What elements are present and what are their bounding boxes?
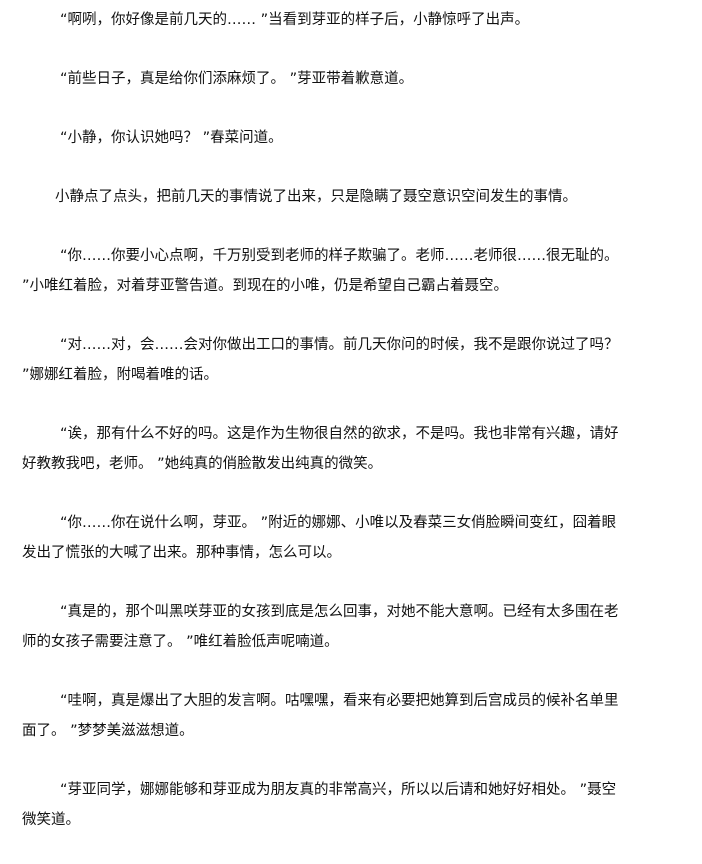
text-line: “前些日子，真是给你们添麻烦了。 ”芽亚带着歉意道。 [60, 71, 414, 87]
text-line: “芽亚同学，娜娜能够和芽亚成为朋友真的非常高兴，所以以后请和她好好相处。 ”聂空 [60, 782, 617, 798]
paragraph: “对……对，会……会对你做出工口的事情。前几天你问的时候，我不是跟你说过了吗？ ”… [22, 330, 702, 390]
paragraph: “前些日子，真是给你们添麻烦了。 ”芽亚带着歉意道。 [22, 64, 702, 94]
paragraph: “小静，你认识她吗？ ”春菜问道。 [22, 123, 702, 153]
text-line: 小静点了点头，把前几天的事情说了出来，只是隐瞒了聂空意识空间发生的事情。 [55, 189, 577, 205]
paragraph: “你……你在说什么啊，芽亚。 ”附近的娜娜、小唯以及春菜三女俏脸瞬间变红，囧着眼… [22, 508, 702, 568]
text-line: “诶，那有什么不好的吗。这是作为生物很自然的欲求，不是吗。我也非常有兴趣，请好 [60, 426, 619, 442]
text-line: “小静，你认识她吗？ ”春菜问道。 [60, 130, 283, 146]
text-line: “你……你要小心点啊，千万别受到老师的样子欺骗了。老师……老师很……很无耻的。 [60, 248, 619, 264]
text-line: ”娜娜红着脸，附喝着唯的话。 [22, 367, 219, 383]
text-line: “对……对，会……会对你做出工口的事情。前几天你问的时候，我不是跟你说过了吗？ [60, 337, 619, 353]
text-line: 好教教我吧，老师。 ”她纯真的俏脸散发出纯真的微笑。 [22, 456, 383, 472]
paragraph: “诶，那有什么不好的吗。这是作为生物很自然的欲求，不是吗。我也非常有兴趣，请好好… [22, 419, 702, 479]
paragraph: 小静点了点头，把前几天的事情说了出来，只是隐瞒了聂空意识空间发生的事情。 [22, 182, 702, 212]
document-body: “啊咧，你好像是前几天的…… ”当看到芽亚的样子后，小静惊呼了出声。 “前些日子，… [22, 5, 702, 864]
paragraph: “啊咧，你好像是前几天的…… ”当看到芽亚的样子后，小静惊呼了出声。 [22, 5, 702, 35]
text-line: “哇啊，真是爆出了大胆的发言啊。咕嘿嘿，看来有必要把她算到后宫成员的候补名单里 [60, 693, 619, 709]
paragraph: “真是的，那个叫黑咲芽亚的女孩到底是怎么回事，对她不能大意啊。已经有太多围在老师… [22, 597, 702, 657]
text-line: 师的女孩子需要注意了。 ”唯红着脸低声呢喃道。 [22, 634, 339, 650]
text-line: “真是的，那个叫黑咲芽亚的女孩到底是怎么回事，对她不能大意啊。已经有太多围在老 [60, 604, 619, 620]
text-line: “啊咧，你好像是前几天的…… ”当看到芽亚的样子后，小静惊呼了出声。 [60, 12, 530, 28]
paragraph: “你……你要小心点啊，千万别受到老师的样子欺骗了。老师……老师很……很无耻的。 ”… [22, 241, 702, 301]
text-line: 微笑道。 [22, 812, 80, 828]
text-line: “你……你在说什么啊，芽亚。 ”附近的娜娜、小唯以及春菜三女俏脸瞬间变红，囧着眼 [60, 515, 617, 531]
paragraph: “芽亚同学，娜娜能够和芽亚成为朋友真的非常高兴，所以以后请和她好好相处。 ”聂空… [22, 775, 702, 835]
text-line: 发出了慌张的大喊了出来。那种事情，怎么可以。 [22, 545, 341, 561]
text-line: ”小唯红着脸，对着芽亚警告道。到现在的小唯，仍是希望自己霸占着聂空。 [22, 278, 509, 294]
paragraph: “哇啊，真是爆出了大胆的发言啊。咕嘿嘿，看来有必要把她算到后宫成员的候补名单里面… [22, 686, 702, 746]
text-line: 面了。 ”梦梦美滋滋想道。 [22, 723, 194, 739]
